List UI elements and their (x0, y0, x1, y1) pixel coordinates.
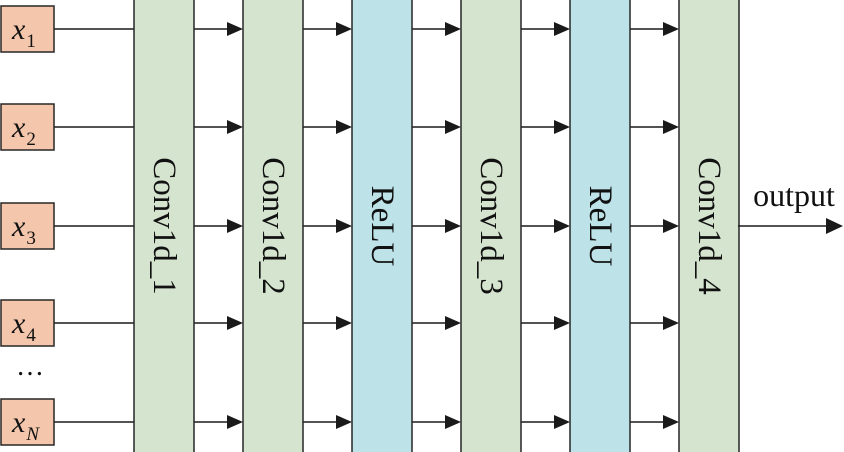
arrowhead (336, 120, 352, 134)
layer-box (569, 0, 631, 452)
arrowhead (227, 415, 243, 429)
arrowhead (336, 415, 352, 429)
input-ellipsis: … (16, 351, 44, 382)
input-variable: x (11, 111, 26, 144)
input-label: x1 (11, 13, 36, 52)
arrowhead (445, 22, 461, 36)
arrowhead (227, 316, 243, 330)
input-node: x2 (0, 103, 55, 151)
input-subscript: 3 (26, 228, 36, 249)
input-node: x1 (0, 5, 55, 53)
input-box-rect (0, 103, 55, 151)
input-variable: x (11, 307, 26, 340)
arrowhead (336, 219, 352, 233)
input-variable: x (11, 210, 26, 243)
connection-arrows (54, 22, 679, 429)
input-subscript: 4 (26, 325, 36, 346)
input-label: xN (11, 406, 40, 445)
layer-box (351, 0, 413, 452)
input-variable: x (11, 13, 26, 46)
layer-blocks: Conv1d_1 Conv1d_2 ReLU Conv1d_3 ReLU Conv1d_4 (133, 0, 740, 452)
layer-box (242, 0, 304, 452)
layer-relu: ReLU (569, 0, 631, 452)
arrowhead (227, 120, 243, 134)
layer-conv: Conv1d_2 (242, 0, 304, 452)
arrowhead (663, 219, 679, 233)
input-label: x2 (11, 111, 36, 150)
layer-box (460, 0, 522, 452)
arrowhead (227, 22, 243, 36)
arrowhead (336, 22, 352, 36)
input-variable: x (11, 406, 26, 439)
arrowhead (445, 219, 461, 233)
arrowhead (663, 415, 679, 429)
layer-label: Conv1d_3 (473, 157, 509, 295)
arrowhead (554, 120, 570, 134)
input-node: x3 (0, 202, 55, 250)
input-box-rect (0, 5, 55, 53)
arrowhead (554, 316, 570, 330)
layer-conv: Conv1d_3 (460, 0, 522, 452)
layer-conv: Conv1d_1 (133, 0, 195, 452)
layer-label: ReLU (582, 186, 618, 267)
input-box-rect (0, 398, 55, 446)
arrowhead (554, 22, 570, 36)
arrowhead (445, 120, 461, 134)
layer-label: ReLU (364, 186, 400, 267)
layer-label: Conv1d_1 (146, 157, 182, 295)
input-node: x4 (0, 299, 55, 347)
arrowhead (336, 316, 352, 330)
input-subscript: N (25, 424, 40, 445)
output-arrowhead (826, 218, 843, 234)
arrowhead (663, 120, 679, 134)
input-box-rect (0, 202, 55, 250)
arrowhead (663, 316, 679, 330)
arrowhead (445, 316, 461, 330)
layer-label: Conv1d_4 (691, 157, 727, 295)
arrowhead (445, 415, 461, 429)
arrowhead (663, 22, 679, 36)
input-box-rect (0, 299, 55, 347)
input-label: x4 (11, 307, 36, 346)
input-node: xN (0, 398, 55, 446)
input-subscript: 2 (26, 129, 36, 150)
input-subscript: 1 (26, 31, 36, 52)
layer-box (133, 0, 195, 452)
arrowhead (554, 415, 570, 429)
input-label: x3 (11, 210, 36, 249)
layer-conv: Conv1d_4 (678, 0, 740, 452)
arrowhead (227, 219, 243, 233)
output-label: output (753, 177, 835, 213)
layer-relu: ReLU (351, 0, 413, 452)
layer-label: Conv1d_2 (255, 157, 291, 295)
arrowhead (554, 219, 570, 233)
